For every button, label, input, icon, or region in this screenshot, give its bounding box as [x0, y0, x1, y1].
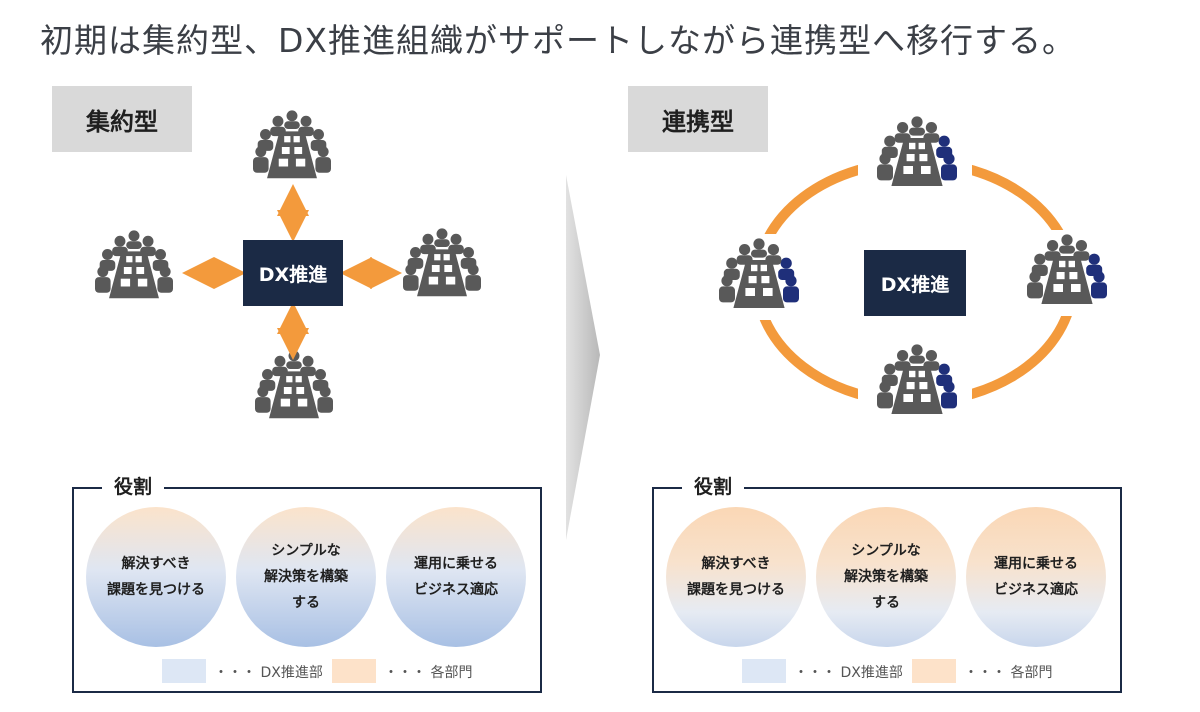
left-diagram [95, 110, 481, 419]
legend-swatch-blue [742, 659, 786, 683]
right-diagram [702, 112, 1124, 428]
transition-arrow-icon [566, 175, 600, 540]
role-circle: 運用に乗せる ビジネス適応 [386, 507, 526, 647]
page-title: 初期は集約型、DX推進組織がサポートしながら連携型へ移行する。 [40, 21, 1077, 60]
legend-label-departments: ・・・ 各部門 [964, 665, 1053, 681]
legend: ・・・ DX推進部 ・・・ 各部門 [654, 659, 1120, 685]
meeting-group-icon-right [403, 228, 481, 297]
legend-swatch-orange [332, 659, 376, 683]
role-circle: シンプルな 解決策を構築 する [236, 507, 376, 647]
role-circle: 解決すべき 課題を見つける [666, 507, 806, 647]
roles-panel: 役割 解決すべき 課題を見つける シンプルな 解決策を構築 する 運用に乗せる … [652, 475, 1122, 693]
roles-title: 役割 [102, 475, 165, 499]
role-circle: 解決すべき 課題を見つける [86, 507, 226, 647]
role-circle: シンプルな 解決策を構築 する [816, 507, 956, 647]
meeting-group-icon-top [253, 110, 331, 179]
collaborative-label: 連携型 [628, 86, 768, 152]
dx-center-box: DX推進 [243, 240, 343, 306]
legend-swatch-orange [912, 659, 956, 683]
roles-title: 役割 [682, 475, 745, 499]
meeting-group-icon-bottom [255, 350, 333, 419]
legend: ・・・ DX推進部 ・・・ 各部門 [74, 659, 540, 685]
legend-swatch-blue [162, 659, 206, 683]
legend-label-dx: ・・・ DX推進部 [214, 665, 323, 681]
legend-label-departments: ・・・ 各部門 [384, 665, 473, 681]
centralized-label: 集約型 [52, 86, 192, 152]
legend-label-dx: ・・・ DX推進部 [794, 665, 903, 681]
roles-panel: 役割 解決すべき 課題を見つける シンプルな 解決策を構築 する 運用に乗せる … [72, 475, 542, 693]
role-circle: 運用に乗せる ビジネス適応 [966, 507, 1106, 647]
meeting-group-icon-left [95, 230, 173, 299]
dx-center-box: DX推進 [864, 250, 966, 316]
